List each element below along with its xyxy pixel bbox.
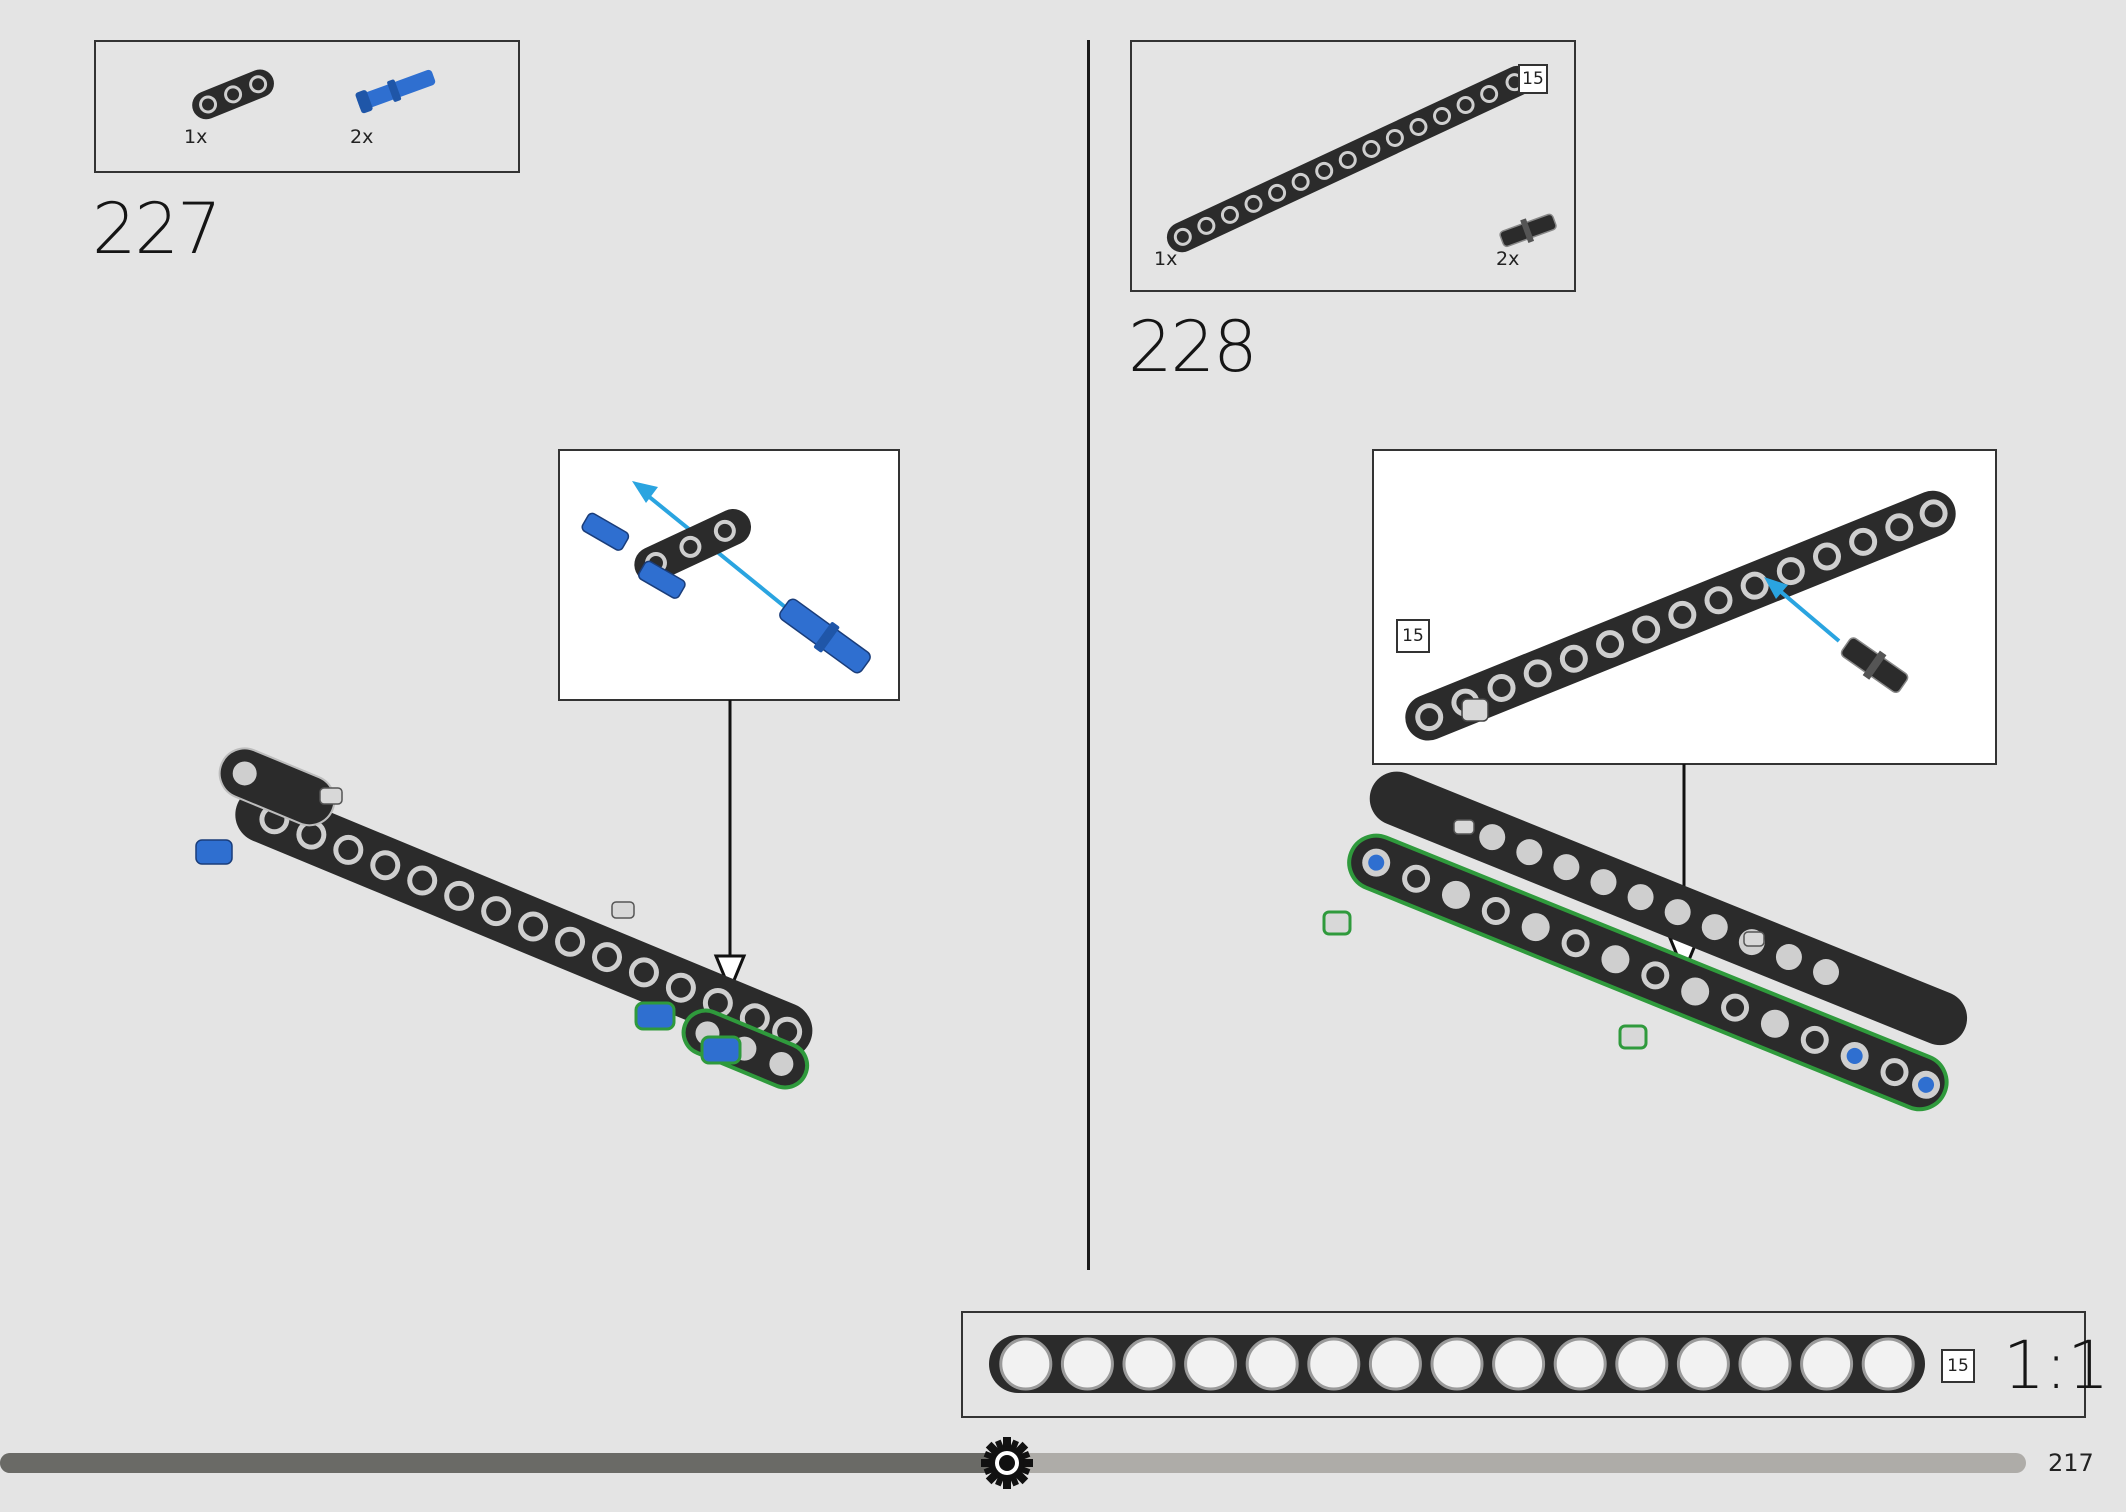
ruler-hole	[1307, 1337, 1361, 1391]
page-divider	[1087, 40, 1090, 1270]
ruler-hole	[1492, 1337, 1546, 1391]
step-number: 227	[92, 188, 222, 270]
scale-ruler-box: 15 1:1	[961, 1311, 2109, 1418]
blue-axle-pin-icon	[355, 69, 436, 114]
step-228-assembly-illustration	[1322, 771, 1968, 1112]
scale-ruler-beam	[989, 1335, 1925, 1393]
ruler-hole	[1676, 1337, 1730, 1391]
part-qty: 1x	[184, 126, 208, 148]
ruler-hole	[1368, 1337, 1422, 1391]
black-15-hole-beam-icon	[1166, 65, 1533, 253]
ruler-hole	[1615, 1337, 1669, 1391]
part-qty: 2x	[1496, 248, 1520, 270]
part-qty: 1x	[1154, 248, 1178, 270]
page-number: 217	[2048, 1449, 2094, 1477]
scale-label: 1:1	[2003, 1327, 2110, 1404]
ruler-hole	[1184, 1337, 1238, 1391]
parts-list-step-227: 1x 2x	[94, 40, 520, 173]
ruler-hole	[1060, 1337, 1114, 1391]
callout-assembly-illustration	[1405, 490, 1956, 741]
beam-length-badge: 15	[1941, 1349, 1975, 1383]
callout-step-228: 15	[1372, 449, 1997, 765]
part-qty: 2x	[350, 126, 374, 148]
gear-icon	[980, 1437, 1033, 1489]
ruler-hole	[1430, 1337, 1484, 1391]
ruler-hole	[1122, 1337, 1176, 1391]
ruler-hole	[1738, 1337, 1792, 1391]
black-friction-pin-icon	[1499, 213, 1557, 248]
ruler-hole	[1245, 1337, 1299, 1391]
progress-fill	[0, 1453, 1007, 1473]
step-227-assembly-illustration	[195, 747, 813, 1090]
beam-length-badge: 15	[1396, 619, 1430, 653]
beam-length-badge: 15	[1518, 64, 1548, 94]
callout-leader-arrow	[713, 700, 747, 994]
step-number: 228	[1128, 306, 1258, 388]
parts-list-step-228: 15 1x 2x	[1130, 40, 1576, 292]
ruler-hole	[1861, 1337, 1915, 1391]
callout-step-227	[558, 449, 900, 701]
ruler-hole	[999, 1337, 1053, 1391]
ruler-hole	[1800, 1337, 1854, 1391]
callout-assembly-illustration	[581, 481, 871, 674]
black-3-hole-beam-icon	[192, 69, 274, 120]
ruler-hole	[1553, 1337, 1607, 1391]
